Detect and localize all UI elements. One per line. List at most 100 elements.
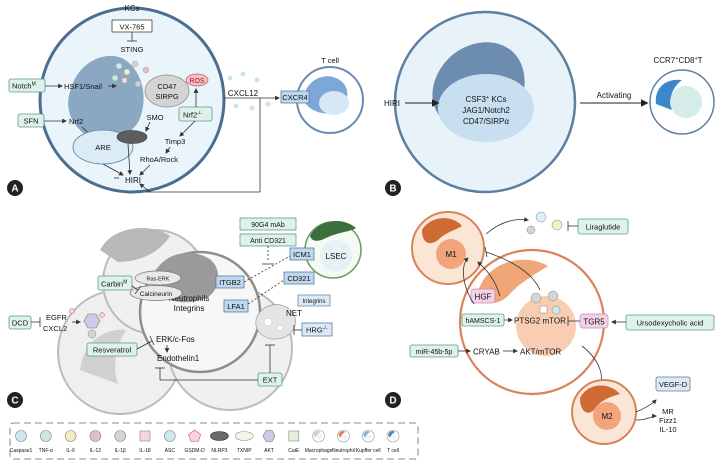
ras-erk-ellipse: [134, 270, 182, 286]
hgf-label: HGF: [475, 293, 492, 302]
central-inner: [516, 296, 576, 356]
sting-label: STING: [121, 45, 144, 54]
icm1-box: [289, 247, 315, 261]
legend-label-neutrophil: Neutrophil: [332, 448, 355, 454]
net-granule: [263, 317, 273, 327]
legend-label-il-1: IL-1β: [114, 448, 126, 454]
legend-icon-akt: [262, 430, 276, 442]
legend-label-akt: AKT: [264, 448, 274, 454]
smo-arrow: [145, 121, 151, 132]
rhoa-label: RhoA/Rock: [140, 155, 178, 164]
legend-item-txnip: TXNIP: [234, 431, 254, 454]
m2-label: M2: [601, 412, 613, 421]
panel-a-letter: A: [11, 184, 18, 195]
exosome-inhibit-bar: [484, 246, 488, 258]
mab-label: 90G4 mAb: [251, 222, 285, 229]
legend-item-asc: ASC: [164, 430, 176, 454]
legend-item-macrophage: Macrophage: [305, 429, 333, 454]
m1-nucleus: [422, 218, 462, 244]
exosome-particle: [547, 290, 559, 302]
ext-to-endothelin-line: [159, 368, 258, 381]
vegfd-box: [655, 376, 691, 392]
akt-hexagon-c: [83, 313, 101, 329]
legend-icon-t-cell: [386, 429, 400, 443]
smo-label: SMO: [146, 113, 163, 122]
legend-icon-kupffer-cell: [361, 429, 375, 443]
mab-box: [239, 217, 297, 231]
net-structure: [255, 304, 296, 340]
hrg-label: HRG-/-: [306, 326, 328, 335]
cxcl12-dot: [249, 105, 255, 111]
integrins-box-label: Integrins: [302, 299, 325, 305]
legend-icon-txnip: [234, 431, 254, 441]
panel-c-badge: [7, 392, 23, 408]
nrf2-ko-box: [178, 106, 213, 122]
m2-to-markers-arrow: [635, 413, 657, 421]
legend-label-gsdm-d: GSDM-D: [184, 448, 205, 454]
anti-cd321-label: Anti CD321: [250, 238, 286, 245]
m1-to-cytokine-arrow: [485, 217, 529, 235]
egfr-label: EGFR: [46, 313, 67, 322]
t-cell-crescent-b: [655, 79, 682, 110]
panel-a-badge: [7, 180, 23, 196]
integrins-label: Integrins: [174, 304, 205, 313]
vegfd-label: VEGF-D: [659, 380, 688, 389]
central-to-m1-arrow: [463, 257, 475, 305]
legend-label-txnip: TXNIP: [237, 448, 252, 454]
hgf-to-m1-arrow: [477, 261, 501, 297]
kupffer-nucleus: [68, 55, 144, 140]
legend-icon-nlrp3: [210, 431, 229, 441]
resveratrol-inhibit-line: [136, 340, 153, 350]
legend-icon-tnf: [39, 430, 52, 442]
resveratrol-box: [86, 342, 138, 357]
exosome-square: [539, 305, 548, 314]
legend-item-nlrp3: NLRP3: [210, 431, 229, 454]
cd47-label: CD47: [157, 82, 176, 91]
sfn-label: SFN: [24, 117, 39, 126]
net-label: NET: [286, 309, 302, 318]
legend-label-macrophage: Macrophage: [305, 448, 333, 454]
legend-icon-gsdm-d: [188, 429, 201, 442]
kcs-title: KCs: [124, 4, 139, 13]
phospho-dot: [99, 312, 105, 318]
legend-item-il-12: IL-12: [89, 430, 101, 454]
activating-label: Activating: [597, 91, 632, 100]
dcd-label: DCD: [12, 319, 29, 328]
cd47-sirpa-label: CD47/SIRPα: [463, 117, 509, 126]
net-granule: [276, 324, 284, 332]
jag1-notch2-label: JAG1/Notch2: [462, 106, 510, 115]
cd47-sirpg-receptor: [144, 74, 190, 108]
sfn-box: [17, 113, 45, 128]
panel-b-letter: B: [389, 184, 396, 195]
endothelin-label: Endothelin1: [157, 354, 200, 363]
legend-icon-il-1: [114, 430, 126, 442]
legend-label-t-cell: T cell: [387, 448, 399, 454]
legend-icon-macrophage: [312, 429, 325, 443]
vx765-label: VX-765: [119, 23, 144, 32]
m1-label: M1: [445, 250, 457, 259]
csf3-label: CSF3+ KCs: [465, 95, 506, 104]
erk-cfos-label: ERK/c-Fos: [156, 335, 195, 344]
hiri-label-b: HIRI: [384, 99, 400, 108]
legend-item-akt: AKT: [262, 430, 276, 454]
panel-b-badge: [385, 180, 401, 196]
integrins-box: [297, 294, 331, 307]
panel-b: CSF3+ KCs JAG1/Notch2 CD47/SIRPα HIRI Ac…: [384, 10, 715, 196]
lsec-label: LSEC: [326, 252, 347, 261]
itgb2-label: ITGB2: [219, 278, 241, 287]
legend-item-il-6: IL-6: [64, 430, 77, 454]
legend-item-kupffer-cell: Kupffer cell: [356, 429, 381, 454]
hiri-label-a: HIRI: [125, 176, 141, 185]
cxcl12-dot: [265, 101, 271, 107]
legend-label-caspase1: Caspase1: [10, 448, 33, 454]
legend-label-tnf: TNF-α: [39, 448, 53, 454]
tgr5-label: TGR5: [583, 318, 605, 327]
no-particle: [87, 329, 97, 339]
akt-particle: [134, 80, 142, 88]
legend-item-il-18: IL-18: [139, 430, 151, 454]
itgb2-icm1-dashed: [243, 255, 291, 283]
ccr7-cd8-label: CCR7+CD8+T: [653, 56, 702, 65]
t-cell-inner-b: [670, 86, 702, 118]
ptsg2-label: PTSG2 mTOR: [514, 317, 566, 326]
